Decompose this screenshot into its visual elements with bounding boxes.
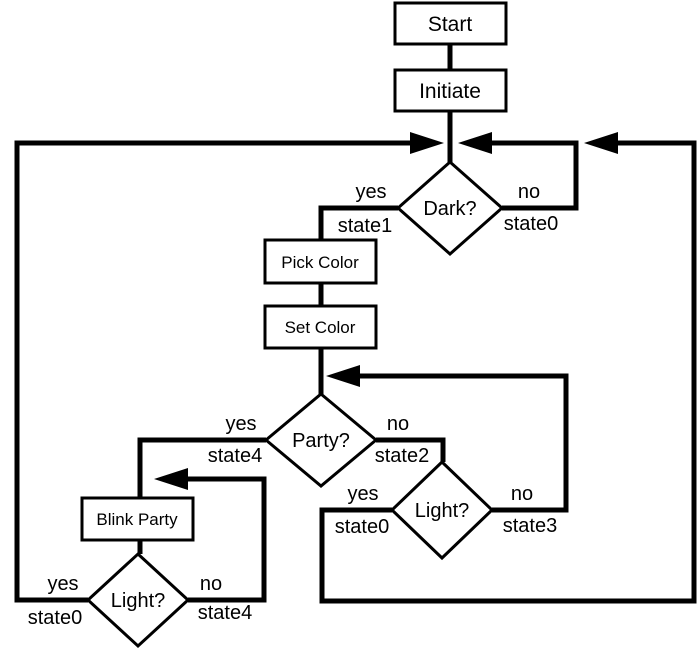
decision-light-right: Light? (389, 459, 495, 561)
decision-party-label: Party? (292, 430, 350, 452)
node-start-label: Start (428, 13, 473, 36)
edge-light-right-no (348, 373, 569, 513)
label-party-yes-state: state4 (208, 445, 262, 467)
edge-light-right-yes (319, 140, 697, 604)
arrow-light-right-yes (584, 132, 618, 154)
node-set-color-label: Set Color (285, 318, 356, 337)
label-light-right-yes-state: state0 (335, 516, 389, 538)
node-start: Start (393, 1, 508, 46)
label-light-left-no-state: state4 (198, 602, 252, 624)
node-pick-color-label: Pick Color (281, 253, 359, 272)
node-blink-party: Blink Party (80, 496, 195, 542)
label-dark-no-state: state0 (504, 213, 558, 235)
arrow-dark-no (458, 132, 492, 154)
decision-light-right-label: Light? (415, 500, 470, 522)
node-initiate-label: Initiate (419, 80, 481, 103)
edge-dark-no-loop (480, 140, 579, 211)
label-party-no-state: state2 (375, 445, 429, 467)
node-initiate: Initiate (393, 68, 508, 113)
arrow-light-left-no (154, 468, 188, 490)
label-light-left-yes-state: state0 (28, 607, 82, 629)
label-light-left-no: no (200, 573, 222, 595)
edge-light-left-yes (14, 140, 418, 603)
arrow-light-right-no (326, 365, 360, 387)
label-party-no: no (387, 413, 409, 435)
edge-party-yes (137, 437, 266, 498)
label-light-right-no-state: state3 (503, 515, 557, 537)
node-pick-color: Pick Color (263, 238, 378, 285)
label-light-left-yes: yes (47, 573, 78, 595)
edge-light-left-no (176, 476, 267, 603)
decision-light-left: Light? (85, 551, 191, 649)
decision-party: Party? (263, 392, 379, 488)
node-blink-party-label: Blink Party (96, 510, 178, 529)
label-dark-yes-state: state1 (338, 215, 392, 237)
decision-light-left-label: Light? (111, 590, 166, 612)
edge-party-no (376, 437, 446, 462)
node-set-color: Set Color (263, 304, 378, 350)
label-light-right-yes: yes (347, 483, 378, 505)
label-light-right-no: no (511, 483, 533, 505)
label-party-yes: yes (225, 413, 256, 435)
arrow-light-left-yes (410, 132, 444, 154)
decision-dark: Dark? (395, 159, 505, 257)
edge-dark-yes (318, 205, 398, 240)
label-dark-no: no (518, 181, 540, 203)
label-dark-yes: yes (355, 181, 386, 203)
decision-dark-label: Dark? (423, 198, 476, 220)
